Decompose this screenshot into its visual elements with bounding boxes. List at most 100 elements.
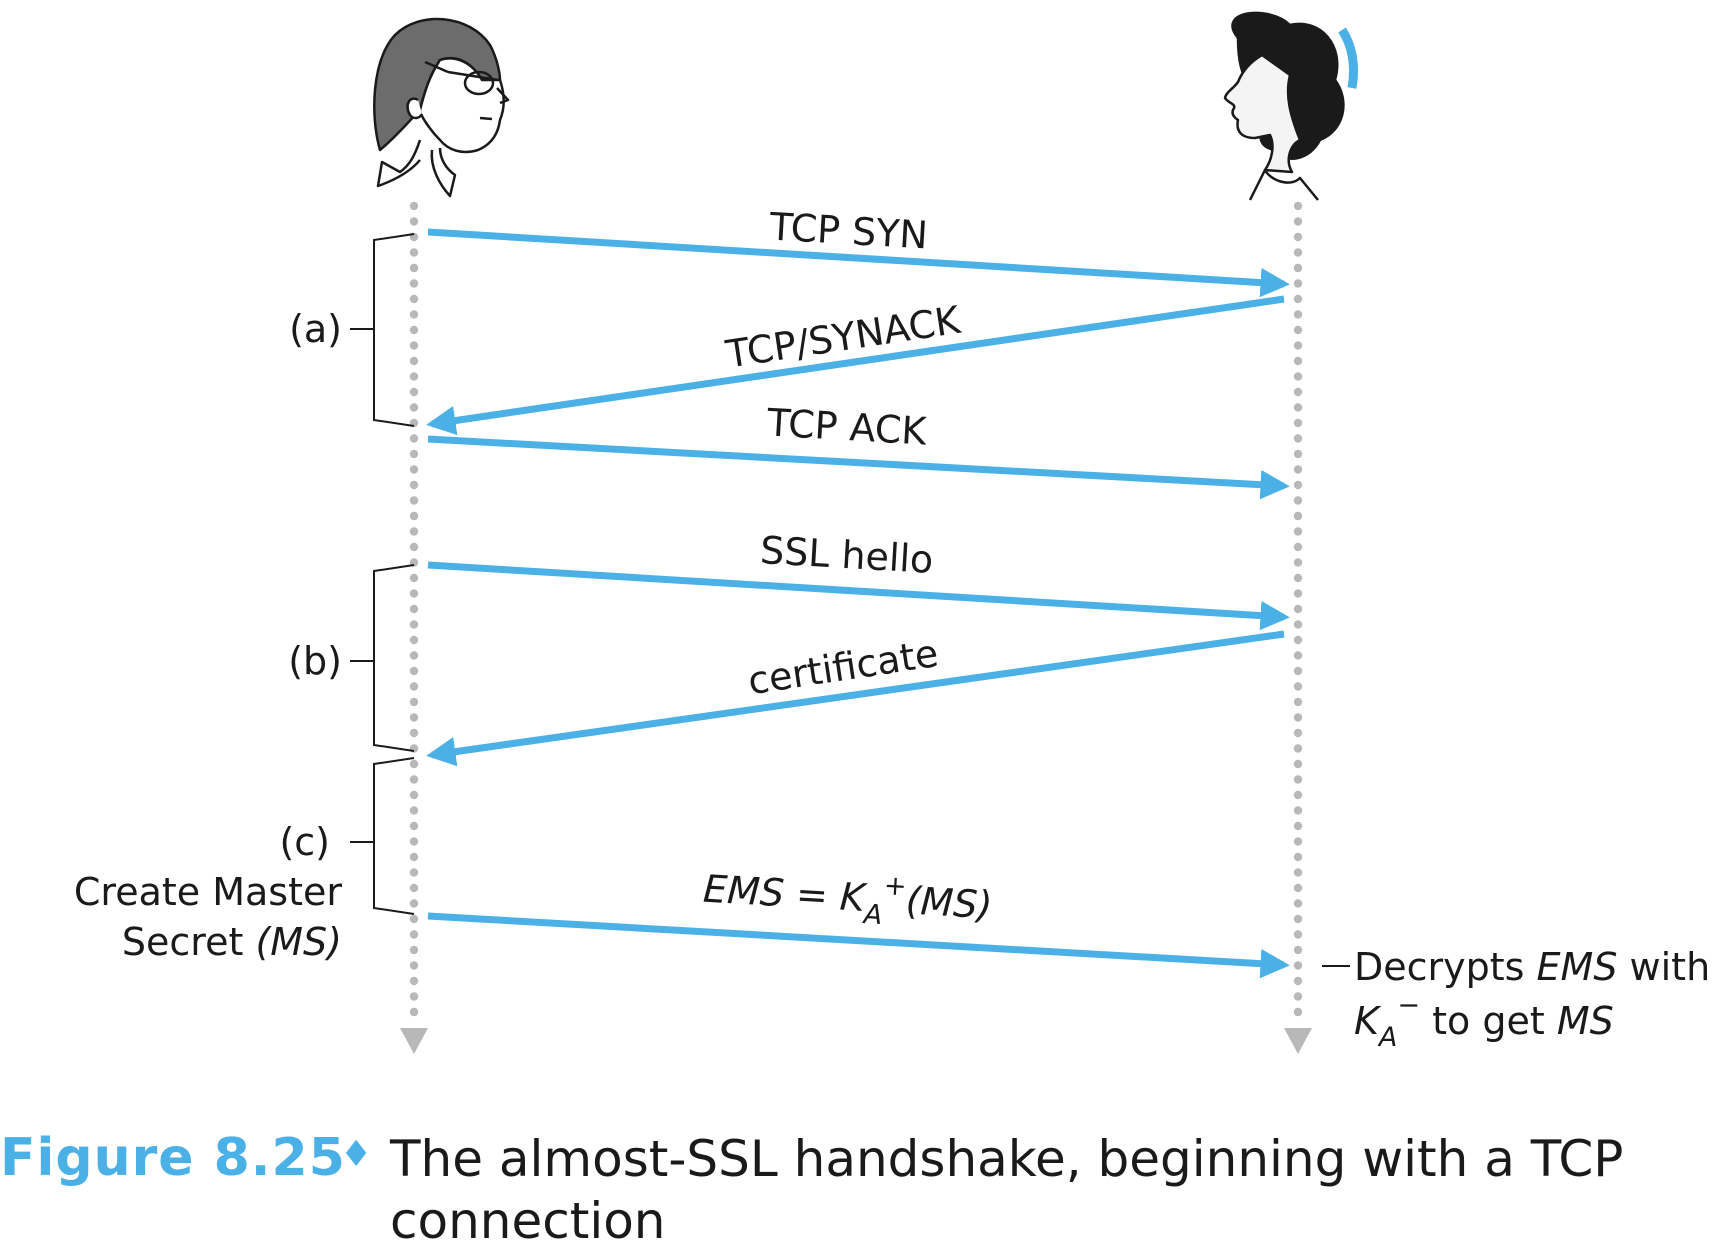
timeline-dot: [409, 589, 419, 598]
arrow-ssl-hello: [427, 561, 1290, 631]
timeline-dot: [1293, 868, 1303, 877]
timeline-dot: [1293, 372, 1303, 381]
timeline-dot: [1293, 883, 1303, 893]
msg-label-ssl-hello: SSL hello: [759, 528, 935, 582]
timeline-dot: [1293, 744, 1303, 753]
client-timeline-arrowhead: [400, 1028, 428, 1054]
timeline-dot: [1293, 728, 1303, 738]
timeline-dot: [1293, 279, 1303, 288]
timeline-dot: [409, 728, 419, 738]
timeline-dot: [1293, 1007, 1303, 1017]
timeline-dot: [1293, 992, 1303, 1001]
timeline-dot: [409, 945, 419, 955]
server-note-key-superscript: −: [1397, 990, 1420, 1021]
timeline-dot: [409, 372, 419, 381]
timeline-dot: [409, 666, 419, 676]
timeline-dot: [1293, 666, 1303, 676]
timeline-dot: [1293, 403, 1303, 412]
client-note-line1: Create Master: [74, 870, 342, 914]
timeline-dot: [1293, 248, 1303, 257]
client-note-ms: (MS): [255, 920, 342, 964]
ems-key: = K: [783, 871, 869, 920]
timeline-dot: [409, 651, 419, 660]
server-note-key-subscript: A: [1377, 1022, 1397, 1053]
timeline-dot: [1293, 201, 1303, 211]
timeline-dot: [409, 961, 419, 970]
server-note-key: K: [1354, 999, 1382, 1043]
server-note-ms: MS: [1557, 999, 1614, 1043]
timeline-dot: [409, 527, 419, 536]
timeline-dot: [1293, 635, 1303, 645]
timeline-dot: [1293, 434, 1303, 443]
brace-c: [373, 757, 415, 915]
timeline-dot: [1293, 465, 1303, 474]
server-note-line1: Decrypts EMS with: [1354, 945, 1710, 989]
timeline-dot: [1293, 682, 1303, 691]
phase-label-c: (c): [279, 820, 330, 864]
timeline-dot: [409, 542, 419, 552]
figure-caption-text: The almost-SSL handshake, beginning with…: [390, 1130, 1624, 1250]
timeline-dot: [1293, 914, 1303, 924]
timeline-dot: [1293, 651, 1303, 660]
timeline-dot: [1293, 852, 1303, 862]
timeline-dot: [1293, 620, 1303, 629]
server-note-decrypts: Decrypts: [1354, 945, 1537, 989]
timeline-dot: [409, 821, 419, 831]
timeline-dot: [1293, 449, 1303, 459]
server-person-icon: [1223, 11, 1359, 201]
timeline-dot: [1293, 511, 1303, 521]
timeline-dot: [409, 263, 419, 273]
timeline-dot: [409, 325, 419, 335]
timeline-dot: [1293, 930, 1303, 939]
ems-ms: (MS): [905, 878, 994, 927]
ems-key-subscript: A: [861, 899, 883, 931]
brace-a: [373, 233, 415, 427]
ems-term: EMS: [702, 867, 785, 916]
timeline-dot: [409, 775, 419, 784]
timeline-dot: [409, 713, 419, 722]
arrow-tcp-synack: [426, 295, 1285, 436]
timeline-dot: [409, 279, 419, 288]
timeline-dot: [409, 294, 419, 304]
figure-number: Figure 8.25: [0, 1128, 346, 1188]
timeline-dot: [409, 248, 419, 257]
timeline-dot: [409, 310, 419, 319]
client-person-icon: [373, 17, 510, 198]
timeline-dot: [409, 217, 419, 226]
timeline-dot: [409, 852, 419, 862]
timeline-dot: [1293, 713, 1303, 722]
timeline-dot: [409, 356, 419, 366]
client-timeline: [400, 201, 428, 1054]
timeline-dot: [409, 930, 419, 939]
timeline-dot: [409, 403, 419, 412]
caption-diamond-icon: ♦: [340, 1134, 373, 1175]
timeline-dot: [1293, 806, 1303, 815]
timeline-dot: [1293, 527, 1303, 536]
timeline-dot: [1293, 790, 1303, 800]
timeline-dot: [409, 604, 419, 614]
timeline-dot: [409, 868, 419, 877]
timeline-dot: [409, 496, 419, 505]
message-arrows: [426, 228, 1290, 979]
ems-key-superscript: +: [883, 870, 907, 902]
timeline-dot: [1293, 496, 1303, 505]
timeline-dot: [1293, 604, 1303, 614]
timeline-dot: [409, 759, 419, 769]
timeline-dot: [409, 201, 419, 211]
msg-label-certificate: certificate: [745, 631, 941, 703]
arrow-tcp-ack: [427, 435, 1290, 500]
timeline-dot: [1293, 387, 1303, 397]
timeline-dot: [1293, 573, 1303, 583]
timeline-dot: [409, 341, 419, 350]
timeline-dot: [409, 682, 419, 691]
timeline-dot: [1293, 341, 1303, 350]
timeline-dot: [1293, 837, 1303, 846]
timeline-dot: [409, 620, 419, 629]
timeline-dot: [1293, 961, 1303, 970]
timeline-dot: [409, 434, 419, 443]
timeline-dot: [409, 883, 419, 893]
timeline-dot: [409, 573, 419, 583]
timeline-dot: [1293, 976, 1303, 986]
timeline-dot: [409, 511, 419, 521]
